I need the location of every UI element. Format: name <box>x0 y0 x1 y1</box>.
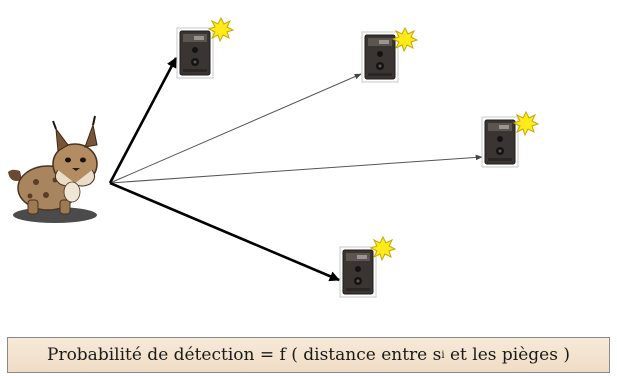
lynx-icon <box>8 115 98 223</box>
trap-right <box>481 111 539 168</box>
arrow-to-upper-right-trap <box>109 73 362 184</box>
caption-subscript: i <box>441 349 445 361</box>
flash-burst-icon <box>370 236 396 261</box>
caption-suffix: et les pièges ) <box>444 345 570 365</box>
flash-burst-icon <box>208 17 234 42</box>
arrow-to-top-trap <box>108 57 178 184</box>
camera-trap-icon <box>339 246 377 298</box>
trap-lower <box>339 236 396 298</box>
camera-trap-icon <box>176 27 214 79</box>
flash-burst-icon <box>513 111 539 136</box>
arrow-to-right-trap <box>109 154 483 184</box>
camera-trap-icon <box>481 116 519 168</box>
flash-burst-icon <box>392 27 418 52</box>
trap-upper-right <box>361 27 418 83</box>
arrow-to-lower-trap <box>109 181 340 282</box>
caption-prefix: Probabilité de détection = f ( distance … <box>47 345 442 365</box>
caption-banner: Probabilité de détection = f ( distance … <box>7 337 610 373</box>
camera-trap-icon <box>361 31 399 83</box>
trap-top <box>176 17 234 79</box>
arrows <box>108 57 483 282</box>
